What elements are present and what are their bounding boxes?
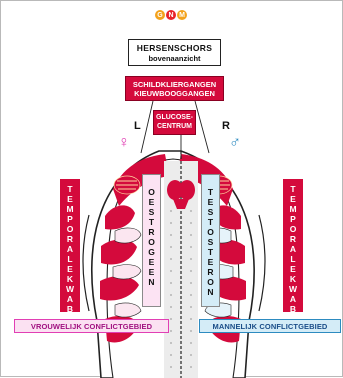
female-conflict-area-label: VROUWELIJK CONFLICTGEBIED <box>14 319 169 333</box>
temporale_right-letter: A <box>290 294 296 304</box>
testosteron-letter: E <box>208 257 214 267</box>
testosteron-letter: T <box>208 217 213 227</box>
oestrogeen-letter: O <box>148 237 155 247</box>
connector-schild-right <box>195 101 209 153</box>
testosteron-letter: O <box>207 227 214 237</box>
title-main: HERSENSCHORS <box>137 43 212 53</box>
temporale_left-letter: M <box>66 204 73 214</box>
testosteron-letter: N <box>207 287 213 297</box>
oestrogeen-letter: G <box>148 247 155 257</box>
temporal-arc-right <box>259 215 265 311</box>
male-conflict-area-label: MANNELIJK CONFLICTGEBIED <box>199 319 341 333</box>
temporale_left-letter: R <box>67 234 73 244</box>
glucose-label-line2: CENTRUM <box>157 123 192 132</box>
temporale_left-letter: E <box>67 194 73 204</box>
kieuwboog-label: KIEUWBOOGGANGEN <box>134 89 215 98</box>
temporale_right-letter: O <box>290 224 297 234</box>
gnm-logo: G N M <box>155 10 187 20</box>
connector-schild-left <box>141 101 153 153</box>
oestrogeen-letter: S <box>149 207 155 217</box>
oestrogeen-letter: O <box>148 187 155 197</box>
left-hemisphere-label: L <box>134 120 141 132</box>
male-symbol-icon: ♂ <box>229 135 241 151</box>
temporale_right-letter: W <box>289 284 297 294</box>
oestrogeen-letter: R <box>148 227 154 237</box>
testosteron-letter: E <box>208 197 214 207</box>
logo-letter-m: M <box>177 10 187 20</box>
temporale_right-letter: L <box>290 254 295 264</box>
title-box: HERSENSCHORS bovenaanzicht <box>128 39 221 66</box>
temporale_left-letter: E <box>67 264 73 274</box>
oestrogeen-letter: E <box>149 267 155 277</box>
temporale_left-letter: O <box>67 224 74 234</box>
temporale_right-letter: B <box>290 304 296 314</box>
testosteron-letter: S <box>208 237 214 247</box>
temporale_right-letter: E <box>290 264 296 274</box>
oestrogeen-letter: T <box>149 217 154 227</box>
oestrogeen-letter: E <box>149 197 155 207</box>
oestrogeen-letter: E <box>149 257 155 267</box>
temporale_right-letter: A <box>290 244 296 254</box>
glucose-label-line1: GLUCOSE- <box>156 114 193 123</box>
testosteron-letter: S <box>208 207 214 217</box>
glucose-center-node-right <box>179 180 195 200</box>
right-hemisphere-label: R <box>222 120 230 132</box>
temporale_left-letter: A <box>67 294 73 304</box>
temporal-arc-left <box>83 215 89 311</box>
female-symbol-icon: ♀ <box>118 135 130 151</box>
temporale_left-letter: L <box>67 254 72 264</box>
temporale_right-letter: K <box>290 274 296 284</box>
oestrogeen-letter: N <box>148 277 154 287</box>
schildklier-label: SCHILDKLIERGANGEN <box>133 80 216 89</box>
temporale_left-letter: K <box>67 274 73 284</box>
logo-letter-n: N <box>166 10 176 20</box>
testosteron-letter: R <box>207 267 213 277</box>
temporale_right-letter: T <box>290 184 295 194</box>
testosteron-letter: T <box>208 187 213 197</box>
temporale_right-letter: R <box>290 234 296 244</box>
temporale_left-letter: W <box>66 284 74 294</box>
schildklier-box: SCHILDKLIERGANGEN KIEUWBOOGGANGEN <box>125 76 224 101</box>
glucose-centrum-box: GLUCOSE- CENTRUM <box>153 110 196 135</box>
temporale_left-letter: T <box>67 184 72 194</box>
testosteron-letter: T <box>208 247 213 257</box>
temporale_right-letter: P <box>290 214 296 224</box>
temporale_right-letter: M <box>289 204 296 214</box>
temporale_left-letter: B <box>67 304 73 314</box>
temporale_left-letter: A <box>67 244 73 254</box>
temporale_right-letter: E <box>290 194 296 204</box>
title-subtitle: bovenaanzicht <box>148 54 200 63</box>
temporale_left-letter: P <box>67 214 73 224</box>
testosteron-letter: O <box>207 277 214 287</box>
logo-letter-g: G <box>155 10 165 20</box>
